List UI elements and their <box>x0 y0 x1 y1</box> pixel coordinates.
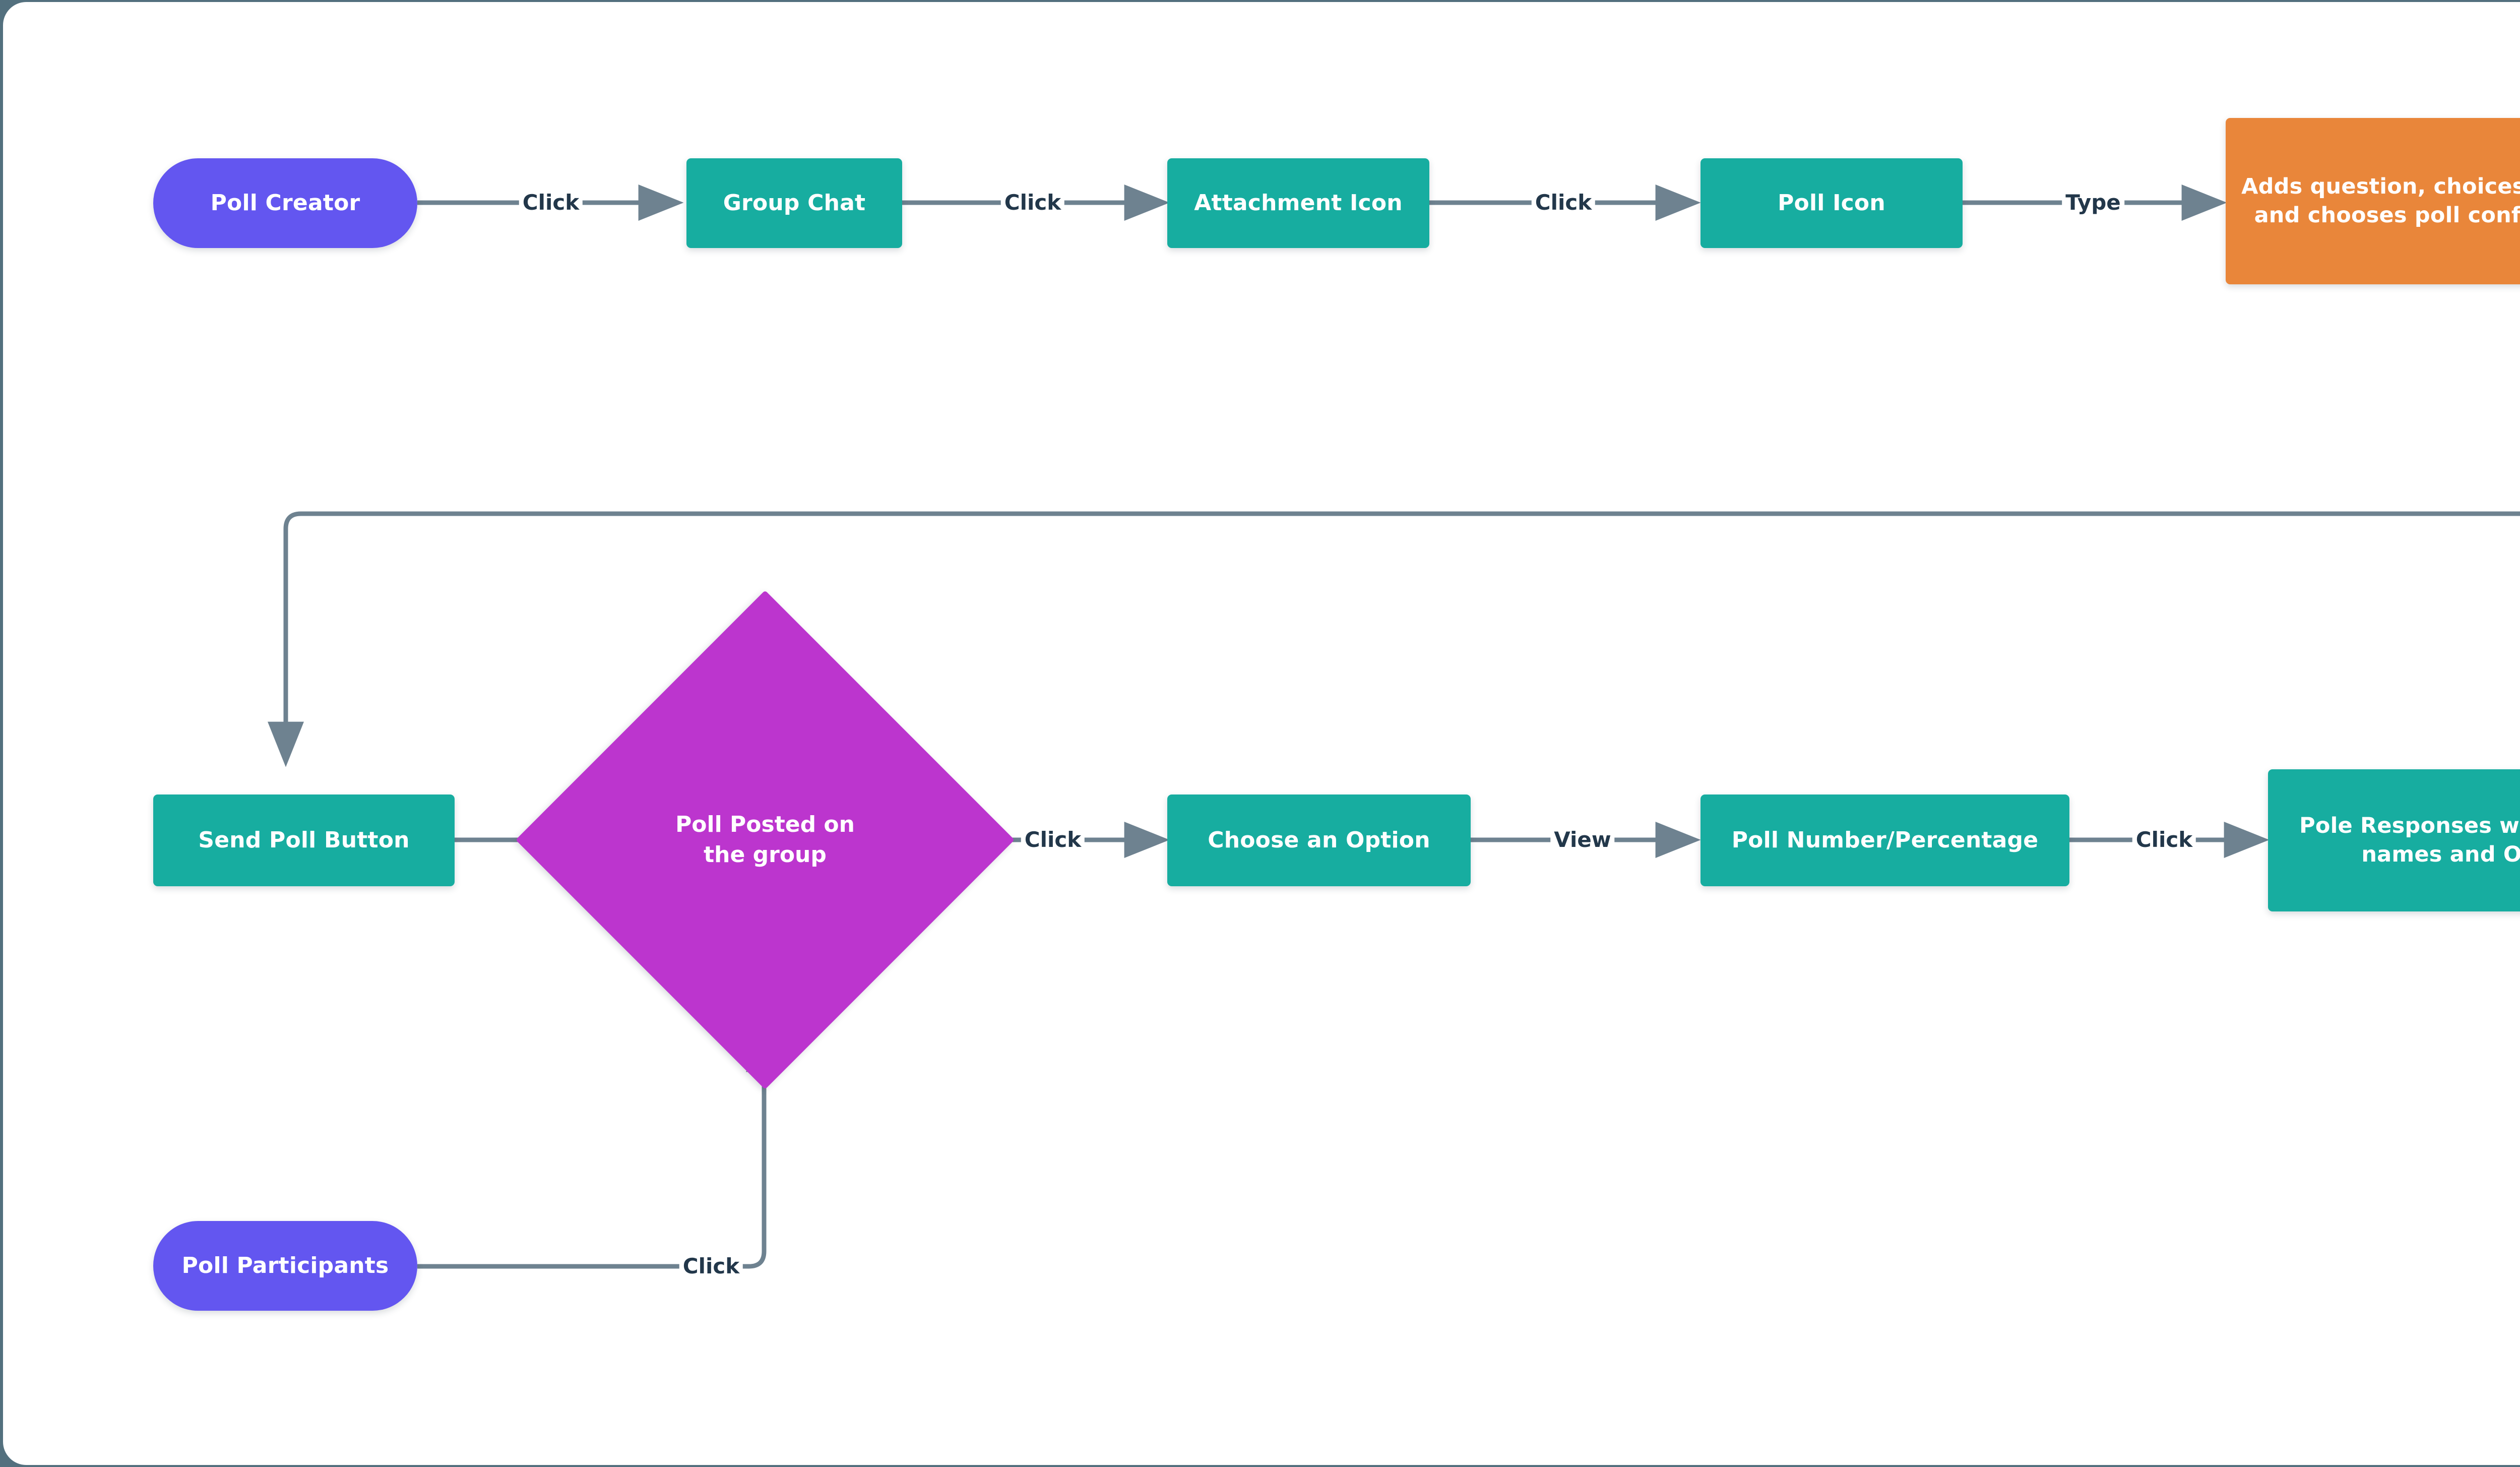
edge-label-click-3: Click <box>1531 192 1596 213</box>
edge-label-click-6: Click <box>679 1256 743 1277</box>
node-group-chat[interactable]: Group Chat <box>686 158 902 248</box>
edge-label-click-5: Click <box>2132 829 2196 850</box>
node-poll-number[interactable]: Poll Number/Percentage <box>1700 794 2069 886</box>
diagram-canvas[interactable]: Poll Creator Group Chat Attachment Icon … <box>3 2 2520 1465</box>
node-poll-participants[interactable]: Poll Participants <box>153 1221 417 1311</box>
node-attachment-icon-label: Attachment Icon <box>1194 190 1403 216</box>
edge-label-view: View <box>1550 829 1615 850</box>
node-poll-config[interactable]: Adds question, choices, duration and cho… <box>2226 118 2520 284</box>
node-group-chat-label: Group Chat <box>723 190 866 216</box>
node-poll-number-label: Poll Number/Percentage <box>1731 827 2039 853</box>
node-pole-responses[interactable]: Pole Responses with Member names and Opt… <box>2268 769 2520 911</box>
diagram-frame: Poll Creator Group Chat Attachment Icon … <box>3 2 2520 1465</box>
node-pole-responses-label: Pole Responses with Member names and Opt… <box>2299 813 2520 867</box>
edge-label-click-4: Click <box>1021 829 1085 850</box>
node-poll-posted-label: Poll Posted on the group <box>675 812 855 868</box>
edge-poll-participants-poll-posted <box>417 1026 782 1269</box>
node-send-poll-button[interactable]: Send Poll Button <box>153 794 455 886</box>
node-attachment-icon[interactable]: Attachment Icon <box>1167 158 1429 248</box>
node-send-poll-button-label: Send Poll Button <box>198 827 410 853</box>
node-poll-participants-label: Poll Participants <box>181 1252 389 1278</box>
node-choose-an-option[interactable]: Choose an Option <box>1167 794 1471 886</box>
node-choose-an-option-label: Choose an Option <box>1208 827 1430 853</box>
node-poll-icon[interactable]: Poll Icon <box>1700 158 1963 248</box>
node-poll-config-label: Adds question, choices, duration and cho… <box>2241 174 2520 228</box>
node-poll-icon-label: Poll Icon <box>1778 190 1885 216</box>
edge-label-click-2: Click <box>1000 192 1065 213</box>
edge-label-click-1: Click <box>519 192 583 213</box>
node-poll-creator[interactable]: Poll Creator <box>153 158 417 248</box>
node-poll-posted[interactable]: Poll Posted on the group <box>516 590 1015 1089</box>
edge-label-type: Type <box>2062 192 2124 213</box>
node-poll-creator-label: Poll Creator <box>210 190 360 216</box>
